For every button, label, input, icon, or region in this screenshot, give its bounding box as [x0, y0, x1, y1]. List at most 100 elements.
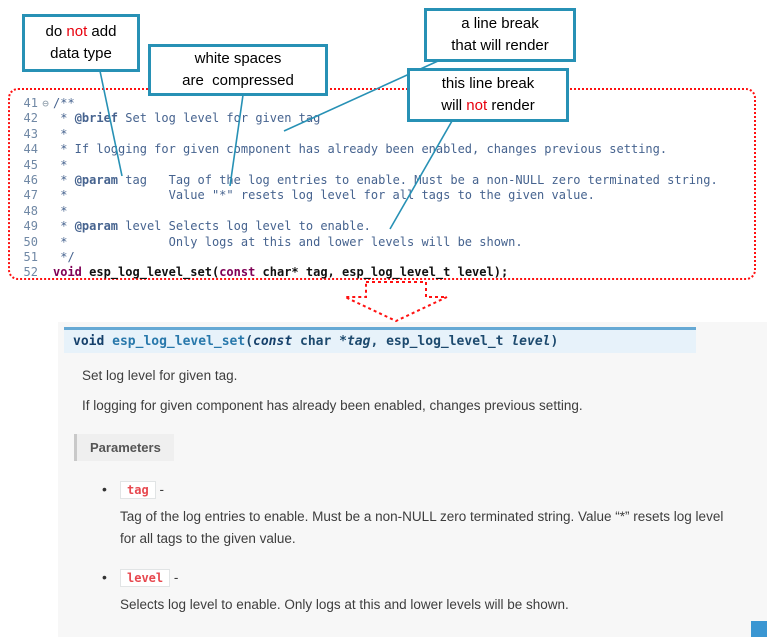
- code-text: * If logging for given component has alr…: [53, 142, 667, 157]
- code-text: *: [53, 158, 67, 173]
- line-number: 42: [23, 111, 38, 126]
- code-segment: void: [53, 265, 82, 280]
- line-number: 52: [23, 265, 38, 280]
- param-separator: -: [155, 482, 164, 497]
- code-text: */: [53, 250, 75, 265]
- param-name-literal: tag: [120, 481, 156, 499]
- code-segment: @param: [74, 219, 119, 234]
- bullet-icon: •: [102, 569, 107, 586]
- fold-margin: [38, 111, 53, 126]
- line-number: 43: [23, 126, 38, 141]
- callout-text-segment: add: [87, 22, 117, 40]
- signature-segment: ,: [370, 334, 387, 349]
- callout-text-segment: not: [466, 97, 488, 114]
- callout-text-segment: do: [45, 22, 67, 40]
- fold-margin: [38, 265, 53, 280]
- parameter-item: • level -Selects log level to enable. Onl…: [102, 569, 767, 616]
- code-segment: /**: [53, 96, 75, 110]
- fold-margin: [38, 173, 53, 188]
- callout-text-segment: data type: [50, 45, 112, 62]
- signature-segment: (: [245, 334, 254, 349]
- code-segment: tag Tag of the log entries to enable. Mu…: [118, 173, 718, 188]
- bullet-icon: •: [102, 481, 107, 497]
- code-segment: * Value "*" resets log level for all tag…: [53, 188, 595, 203]
- fold-collapse-icon: ⊖: [42, 97, 49, 110]
- parameter-body: tag - Tag of the log entries to enable. M…: [120, 481, 726, 549]
- callout-line: that will render: [451, 35, 549, 58]
- code-segment: @param: [74, 173, 119, 188]
- code-segment: * Only logs at this and lower levels wil…: [53, 234, 523, 249]
- code-text: * @param tag Tag of the log entries to e…: [53, 173, 718, 188]
- code-line: 46 * @param tag Tag of the log entries t…: [12, 173, 752, 188]
- callout-text-segment: white spaces: [194, 49, 282, 67]
- signature-segment: esp_log_level_t: [386, 334, 512, 349]
- code-lines: 41⊖/**42 * @brief Set log level for give…: [12, 96, 752, 281]
- parameter-item: • tag - Tag of the log entries to enable. …: [102, 481, 767, 549]
- code-text: *: [53, 204, 67, 219]
- callout-linebreak-not-renders: this line break will not render: [407, 68, 569, 122]
- code-text: *: [53, 127, 67, 142]
- param-name-literal: level: [120, 569, 171, 588]
- down-arrow-icon: [344, 281, 448, 323]
- code-text: * Only logs at this and lower levels wil…: [53, 234, 523, 250]
- signature-segment: tag: [346, 334, 371, 349]
- line-number: 48: [23, 203, 38, 218]
- line-number: 45: [23, 157, 38, 172]
- parameter-body: level -Selects log level to enable. Only…: [120, 569, 569, 616]
- code-text: /**: [53, 96, 75, 111]
- line-number: 51: [23, 250, 38, 265]
- param-separator: -: [170, 570, 179, 586]
- callout-line: do not add: [46, 21, 117, 44]
- code-segment: level Selects log level to enable.: [118, 219, 371, 234]
- code-line: 41⊖/**: [12, 96, 752, 111]
- code-segment: *: [53, 126, 68, 141]
- signature-segment: char *: [292, 334, 347, 349]
- code-editor-snippet: 41⊖/**42 * @brief Set log level for give…: [8, 88, 756, 280]
- signature-segment: ): [550, 334, 559, 349]
- code-segment: *: [53, 203, 68, 218]
- code-line: 42 * @brief Set log level for given tag: [12, 111, 752, 126]
- callout-text-segment: not: [66, 22, 88, 40]
- code-segment: *: [53, 173, 75, 188]
- code-line: 43 *: [12, 127, 752, 142]
- fold-margin: [38, 219, 53, 234]
- callout-text-segment: will: [441, 97, 467, 114]
- callout-text-segment: are compressed: [182, 72, 294, 89]
- code-segment: *: [53, 219, 75, 234]
- callout-line: will not render: [441, 95, 534, 118]
- fold-margin: [38, 127, 53, 142]
- code-line: 48 *: [12, 204, 752, 219]
- callout-linebreak-renders: a line break that will render: [424, 8, 576, 62]
- signature-segment: const: [253, 334, 293, 349]
- parameter-head: tag -: [120, 481, 726, 499]
- callout-text-segment: a line break: [461, 14, 539, 32]
- code-line: 50 * Only logs at this and lower levels …: [12, 235, 752, 250]
- line-number: 44: [23, 142, 38, 157]
- code-line: 51 */: [12, 250, 752, 265]
- callout-line: this line break: [442, 73, 535, 96]
- code-segment: *: [53, 111, 75, 126]
- callout-line: a line break: [461, 13, 539, 36]
- callout-text-segment: this line break: [441, 74, 535, 92]
- fold-margin: [38, 235, 53, 250]
- fold-margin: [38, 204, 53, 219]
- code-segment: */: [53, 250, 75, 265]
- code-line: 49 * @param level Selects log level to e…: [12, 219, 752, 234]
- line-number: 49: [23, 219, 38, 234]
- callout-text-segment: that will render: [451, 37, 549, 54]
- code-segment: Set log level for given tag: [118, 111, 321, 126]
- code-line: 45 *: [12, 158, 752, 173]
- scrollbar-thumb[interactable]: [751, 621, 767, 637]
- code-line: 47 * Value "*" resets log level for all …: [12, 188, 752, 203]
- fold-margin: [38, 142, 53, 157]
- signature-segment: void: [73, 334, 113, 349]
- doc-detail-paragraph: If logging for given component has alrea…: [82, 398, 583, 413]
- param-description: Tag of the log entries to enable. Must b…: [120, 509, 724, 546]
- callout-line: are compressed: [182, 70, 294, 93]
- fold-margin: [38, 250, 53, 265]
- code-text: * @param level Selects log level to enab…: [53, 219, 371, 234]
- parameter-list: • tag - Tag of the log entries to enable. …: [58, 481, 767, 616]
- parameter-head: level -: [120, 569, 569, 588]
